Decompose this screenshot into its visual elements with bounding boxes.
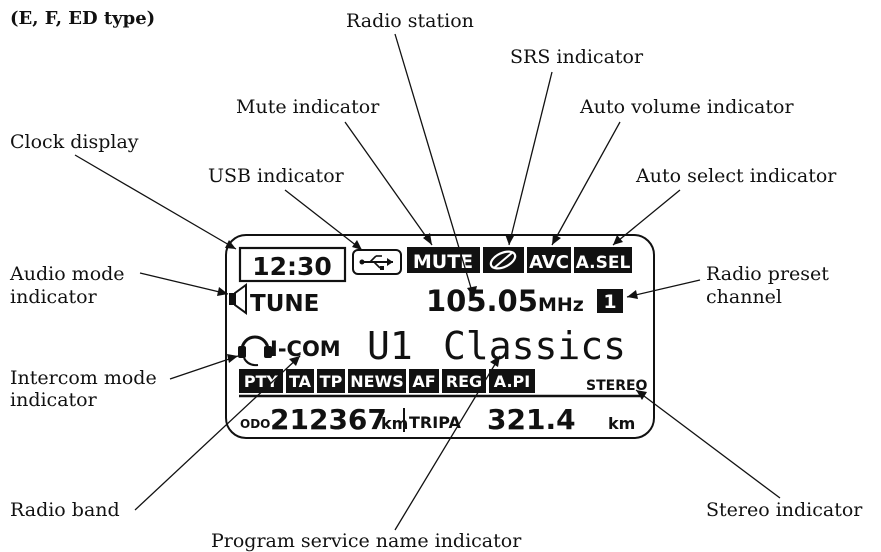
diagram-title: (E, F, ED type)	[10, 8, 155, 29]
leader-lines	[74, 33, 781, 531]
caption-intercom-2: indicator	[10, 389, 98, 411]
radio-band: U1	[367, 324, 413, 368]
caption-srs-indicator: SRS indicator	[510, 46, 644, 68]
leader-clock	[74, 154, 237, 250]
rds-flag-box-1	[286, 369, 314, 393]
srs-icon	[483, 247, 524, 273]
rds-flag-tp: TP	[320, 372, 343, 391]
asel-indicator-box	[574, 247, 632, 273]
frequency-value: 105.05	[426, 284, 538, 318]
audio-mode-indicator: TUNE	[250, 291, 319, 317]
display-outline	[225, 234, 655, 439]
avc-indicator-box	[527, 247, 571, 273]
leader-radio-station	[394, 33, 475, 299]
intercom-mode-indicator: I-COM	[270, 337, 341, 361]
preset-channel: 1	[603, 291, 616, 313]
caption-mute-indicator: Mute indicator	[236, 96, 380, 118]
rds-flag-af: AF	[412, 372, 435, 391]
rds-flag-box-2	[317, 369, 345, 393]
caption-audio-mode-2: indicator	[10, 286, 98, 308]
rds-flag-box-3	[348, 369, 406, 393]
trip-label: TRIPA	[409, 413, 461, 432]
caption-usb-indicator: USB indicator	[208, 165, 345, 187]
clock-display: 12:30	[252, 252, 332, 281]
rds-flag-box-0	[239, 369, 283, 393]
caption-radio-station: Radio station	[346, 10, 474, 32]
caption-radio-preset-1: Radio preset	[706, 263, 829, 285]
caption-auto-volume: Auto volume indicator	[579, 96, 794, 118]
odo-value: 212367	[270, 403, 387, 436]
leader-preset	[626, 279, 701, 298]
rds-flag-reg: REG	[446, 372, 482, 391]
preset-channel-box	[597, 289, 623, 313]
rds-flag-ta: TA	[289, 372, 312, 391]
program-service-name: Classics	[443, 324, 626, 368]
mute-indicator-box	[407, 247, 480, 273]
leader-auto-volume	[551, 121, 621, 246]
trip-value: 321.4	[487, 403, 576, 436]
rds-flag-box-5	[442, 369, 486, 393]
leader-usb	[284, 189, 363, 251]
leader-radio-band	[134, 355, 301, 511]
rds-flag-news: NEWS	[350, 372, 404, 391]
headset-icon	[238, 335, 272, 367]
frequency-unit: MHz	[538, 294, 584, 316]
auto-select-indicator: A.SEL	[576, 253, 631, 273]
caption-stereo-indicator: Stereo indicator	[706, 499, 863, 521]
caption-radio-band: Radio band	[10, 499, 120, 521]
caption-clock-display: Clock display	[10, 131, 139, 153]
mute-indicator: MUTE	[413, 251, 473, 273]
caption-radio-preset-2: channel	[706, 286, 782, 308]
leader-intercom	[169, 355, 239, 380]
caption-program-service: Program service name indicator	[211, 530, 522, 552]
leader-auto-select	[612, 189, 681, 246]
leader-audio-mode	[139, 272, 229, 295]
rds-flags-row: PTY TA TP NEWS AF REG A.PI	[239, 369, 535, 393]
rds-flag-box-6	[489, 369, 535, 393]
leader-stereo	[635, 389, 781, 499]
clock-frame	[238, 246, 347, 283]
auto-volume-indicator: AVC	[529, 252, 569, 273]
caption-intercom-1: Intercom mode	[10, 367, 157, 389]
rds-flag-box-4	[409, 369, 439, 393]
rds-flag-pty: PTY	[244, 372, 279, 391]
speaker-icon	[229, 283, 247, 315]
odo-label: ODO	[240, 417, 270, 431]
caption-auto-select: Auto select indicator	[635, 165, 837, 187]
odo-unit: km	[381, 414, 408, 433]
leader-srs	[508, 71, 553, 246]
trip-unit: km	[608, 414, 635, 433]
rds-flag-api: A.PI	[494, 372, 530, 391]
stereo-indicator: STEREO	[586, 378, 648, 394]
caption-audio-mode-1: Audio mode	[9, 263, 125, 285]
usb-icon	[352, 249, 402, 275]
leader-program-service	[394, 355, 501, 531]
leader-mute	[344, 121, 433, 246]
